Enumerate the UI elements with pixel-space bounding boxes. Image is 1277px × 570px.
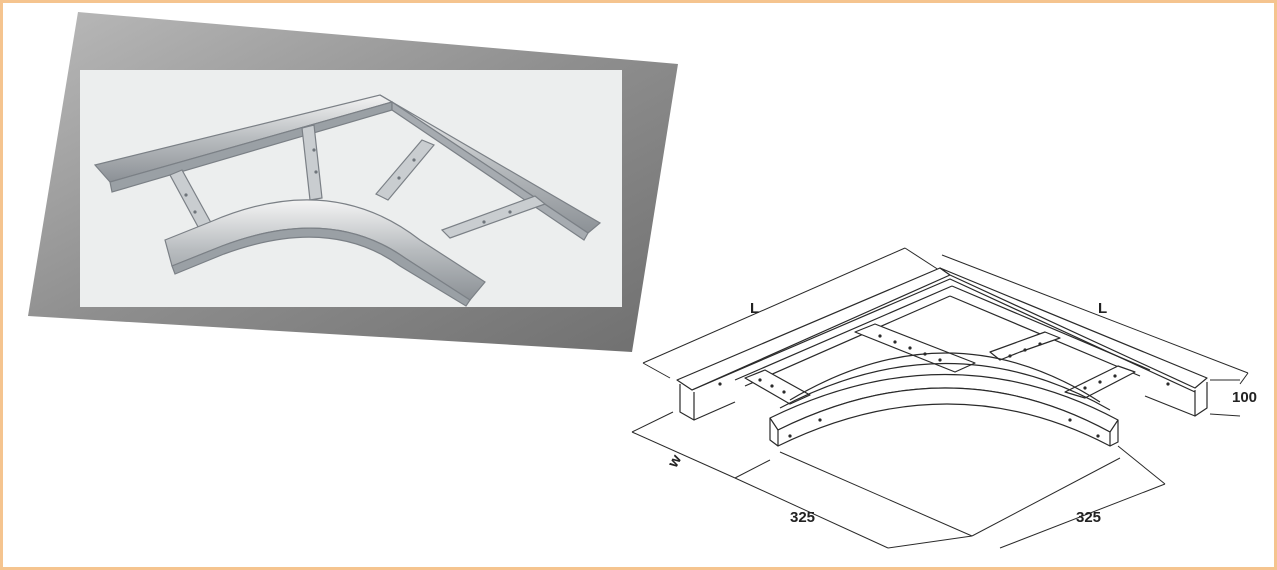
height-dimension	[1209, 379, 1241, 417]
radius-dimensions	[734, 445, 1166, 549]
radius-label-right: 325	[1076, 509, 1101, 526]
radius-label-left: 325	[790, 509, 815, 526]
width-dimension	[631, 411, 771, 479]
ladder-bend-photo	[93, 94, 602, 307]
rung-holes	[718, 334, 1170, 394]
curved-inner-rail	[769, 352, 1119, 447]
length-label-left: L	[750, 300, 759, 317]
length-label-right: L	[1098, 300, 1107, 317]
technical-drawing	[631, 247, 1249, 549]
outer-rail	[676, 267, 1208, 421]
product-photo	[28, 12, 678, 352]
length-dimension-lines	[642, 247, 1249, 385]
rungs	[744, 323, 1136, 405]
height-label: 100	[1232, 389, 1257, 406]
curved-rail-holes	[788, 418, 1100, 438]
